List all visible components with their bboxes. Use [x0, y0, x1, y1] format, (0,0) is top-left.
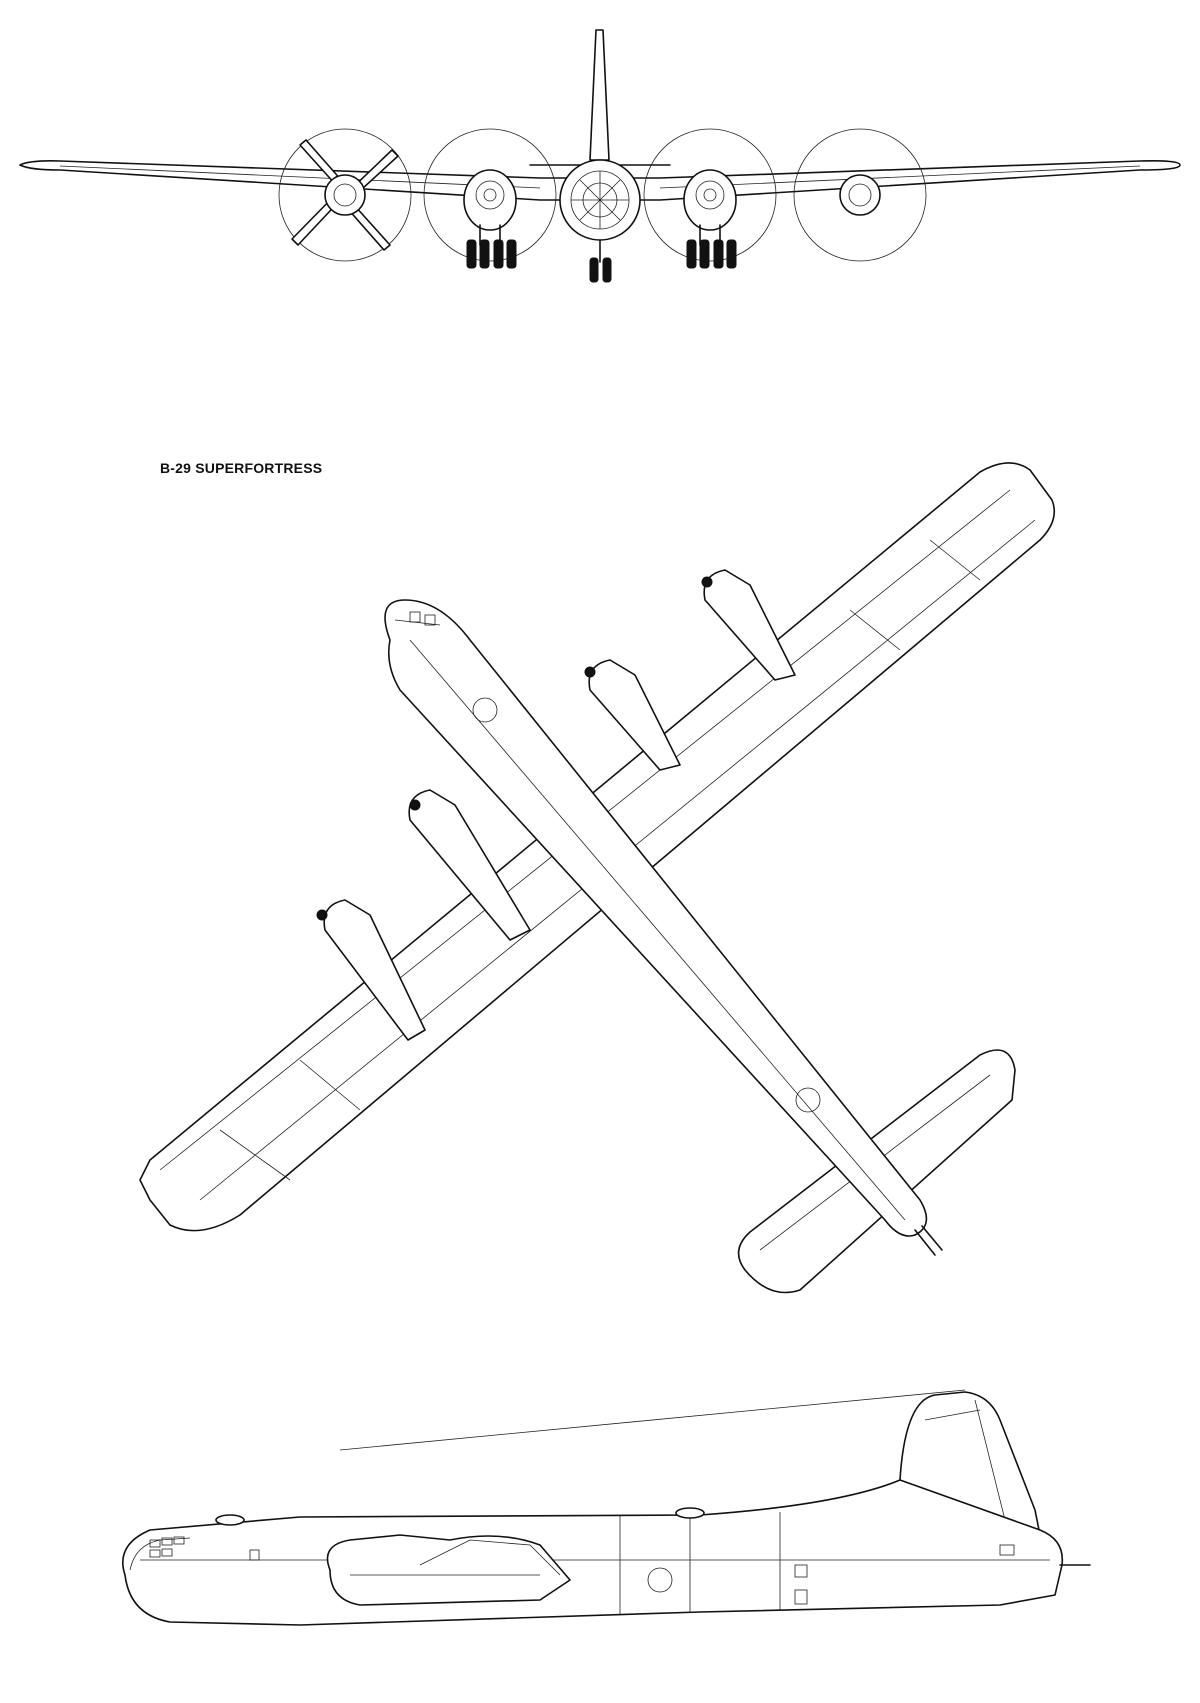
front-view-prop-disc-4: [793, 128, 927, 262]
side-view-engine-nacelle: [326, 1534, 571, 1606]
front-view-engine-4: [839, 174, 881, 216]
front-view-engine-3: [683, 169, 737, 231]
front-view-nose-gear: [589, 239, 612, 283]
top-view-engine-1: [316, 899, 426, 1041]
front-view: [19, 29, 1181, 283]
top-view-engine-2: [408, 789, 531, 941]
front-view-main-gear-right: [686, 224, 737, 269]
side-view-nose-glazing: [129, 1536, 191, 1571]
aircraft-title: B-29 SUPERFORTRESS: [160, 460, 323, 476]
front-view-engine-1: [324, 174, 366, 216]
side-view-fuselage: [122, 1479, 1064, 1626]
side-view: [122, 1389, 1091, 1626]
side-view-waist-blister: [647, 1567, 673, 1593]
side-view-top-turret: [215, 1514, 245, 1526]
front-view-prop-disc-1: [278, 128, 412, 262]
top-view: [139, 462, 1056, 1294]
front-view-engine-2: [463, 169, 517, 231]
front-view-tail-fin: [589, 29, 610, 161]
front-view-prop-disc-2: [423, 128, 557, 262]
front-view-fuselage: [559, 159, 641, 241]
top-view-fuselage: [384, 599, 928, 1237]
side-view-rear-turret: [675, 1507, 705, 1519]
top-view-engine-4: [701, 569, 796, 681]
top-view-engine-3: [584, 659, 681, 771]
side-view-antenna-wire: [339, 1389, 966, 1451]
front-view-main-gear-left: [466, 224, 517, 269]
front-view-prop-disc-3: [643, 128, 777, 262]
